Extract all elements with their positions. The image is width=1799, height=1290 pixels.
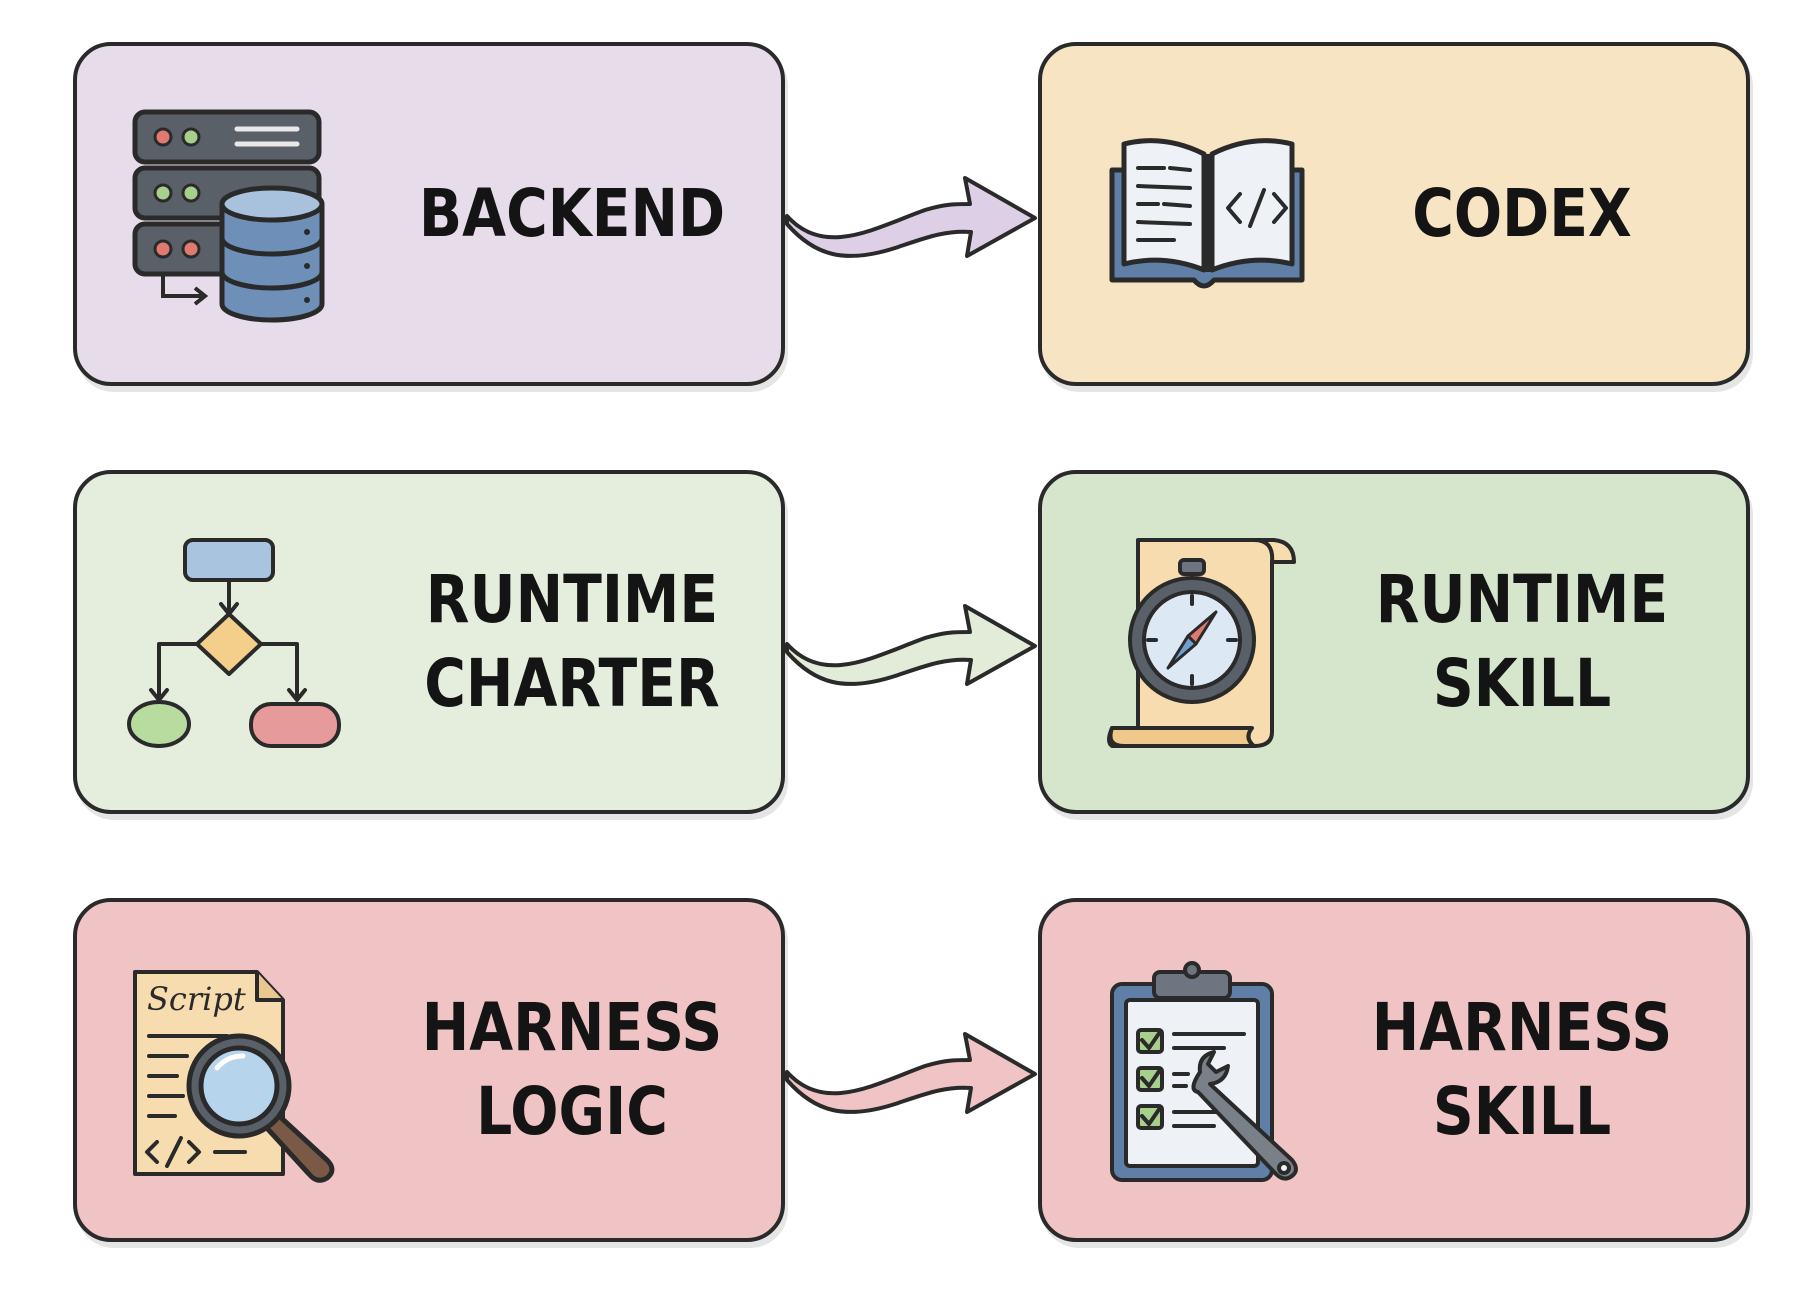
code-book-icon bbox=[1104, 130, 1314, 304]
flow-arrow bbox=[785, 176, 1037, 258]
backend-label: BACKEND bbox=[419, 46, 725, 382]
label-line: SKILL bbox=[1432, 1073, 1612, 1150]
flowchart-icon bbox=[127, 532, 347, 766]
label-line: RUNTIME bbox=[1375, 560, 1669, 638]
label-line: RUNTIME bbox=[425, 560, 719, 638]
label-line: CHARTER bbox=[424, 645, 720, 722]
runtime-skill-label: RUNTIME SKILL bbox=[1367, 474, 1677, 810]
harness-skill-label: HARNESS SKILL bbox=[1367, 902, 1677, 1238]
label-line: HARNESS bbox=[1371, 988, 1673, 1066]
harness-logic-label: HARNESS LOGIC bbox=[422, 902, 723, 1238]
runtime-skill-card: RUNTIME SKILL bbox=[1038, 470, 1750, 814]
harness-logic-card: Script HARNESS LOGIC bbox=[73, 898, 785, 1242]
label-line: LOGIC bbox=[476, 1073, 668, 1150]
codex-label: CODEX bbox=[1367, 46, 1677, 382]
clipboard-wrench-icon bbox=[1104, 960, 1324, 1194]
label-line: BACKEND bbox=[418, 174, 726, 252]
compass-scroll-icon bbox=[1104, 532, 1304, 766]
harness-skill-card: HARNESS SKILL bbox=[1038, 898, 1750, 1242]
runtime-charter-label: RUNTIME CHARTER bbox=[424, 474, 719, 810]
codex-card: CODEX bbox=[1038, 42, 1750, 386]
backend-card: BACKEND bbox=[73, 42, 785, 386]
flow-arrow bbox=[785, 604, 1037, 686]
label-line: HARNESS bbox=[421, 988, 723, 1066]
server-database-icon bbox=[127, 104, 347, 328]
script-magnifier-icon: Script bbox=[127, 964, 357, 1198]
runtime-charter-card: RUNTIME CHARTER bbox=[73, 470, 785, 814]
label-line: CODEX bbox=[1412, 174, 1632, 252]
label-line: SKILL bbox=[1432, 645, 1612, 722]
script-text: Script bbox=[147, 980, 246, 1018]
flow-arrow bbox=[785, 1032, 1037, 1114]
